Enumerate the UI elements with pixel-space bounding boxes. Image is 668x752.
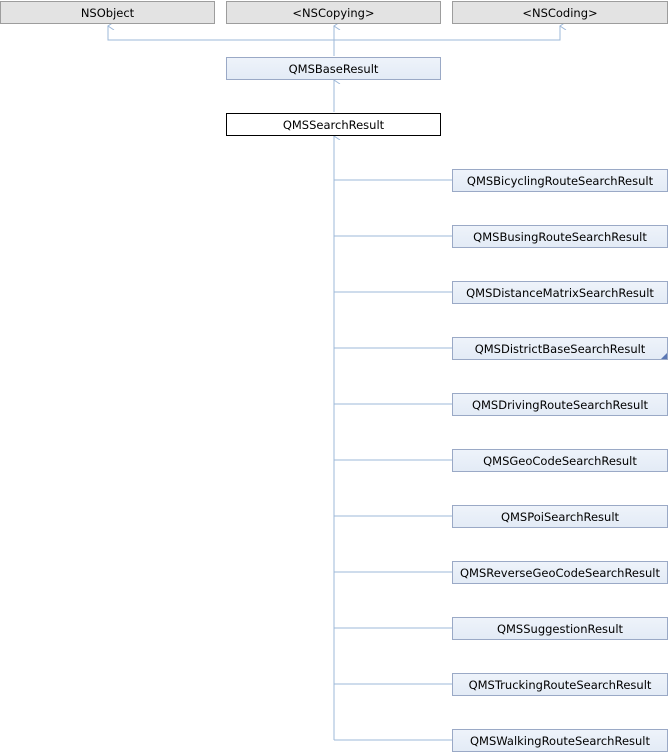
node-busing-route-search-result[interactable]: QMSBusingRouteSearchResult [452,225,668,248]
node-distance-matrix-search-result[interactable]: QMSDistanceMatrixSearchResult [452,281,668,304]
node-district-base-search-result[interactable]: QMSDistrictBaseSearchResult [452,337,668,360]
node-qmssearchresult: QMSSearchResult [226,113,441,136]
edge-subclass-branches [334,179,452,741]
node-nscoding[interactable]: <NSCoding> [452,1,668,24]
node-geocode-search-result[interactable]: QMSGeoCodeSearchResult [452,449,668,472]
node-poi-search-result[interactable]: QMSPoiSearchResult [452,505,668,528]
node-nsobject[interactable]: NSObject [0,1,215,24]
node-driving-route-search-result[interactable]: QMSDrivingRouteSearchResult [452,393,668,416]
node-bicycling-route-search-result[interactable]: QMSBicyclingRouteSearchResult [452,169,668,192]
node-qmsbaseresult[interactable]: QMSBaseResult [226,57,441,80]
node-suggestion-result[interactable]: QMSSuggestionResult [452,617,668,640]
node-reverse-geocode-search-result[interactable]: QMSReverseGeoCodeSearchResult [452,561,668,584]
node-walking-route-search-result[interactable]: QMSWalkingRouteSearchResult [452,729,668,752]
node-nscopying[interactable]: <NSCopying> [226,1,441,24]
node-trucking-route-search-result[interactable]: QMSTruckingRouteSearchResult [452,673,668,696]
